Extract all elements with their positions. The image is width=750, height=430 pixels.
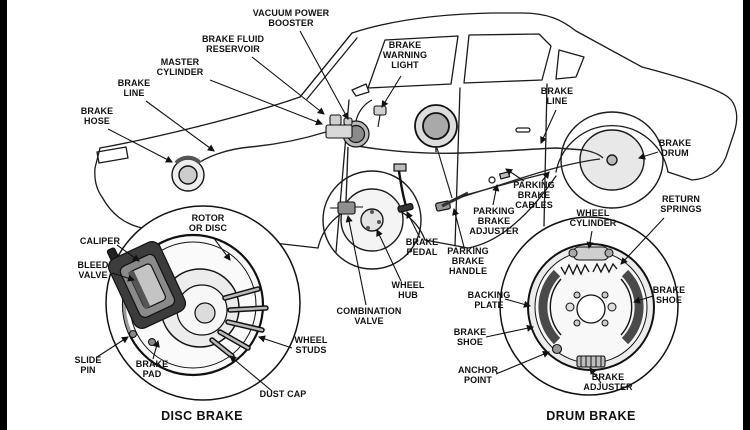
brake-warning-light [373,105,387,128]
drum-brake-detail [499,216,679,396]
letterbox-left [0,0,7,430]
front-wheel [322,170,422,270]
parking-brake-cables [436,147,601,201]
combination-valve [330,201,363,215]
leader-arrows [96,30,665,392]
letterbox-right [743,0,750,430]
rear-wheel-drum [560,111,664,209]
brake-pedal [393,163,414,213]
disc-brake-detail [105,205,301,401]
brake-lines [193,131,604,203]
front-left-brake [171,155,205,192]
rear-left-drum [414,104,458,148]
